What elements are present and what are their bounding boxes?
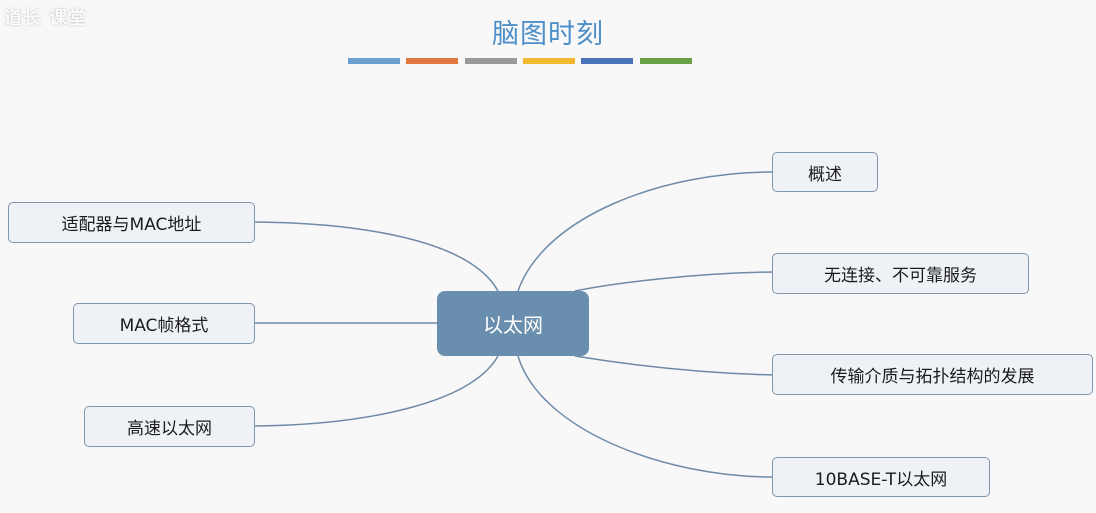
link-to-adapter-mac [254,221,499,292]
color-bar-5 [581,58,633,64]
node-center-ethernet[interactable]: 以太网 [437,291,589,356]
watermark-logo: 道长 课堂 [4,8,88,29]
node-overview[interactable]: 概述 [772,152,878,192]
link-to-fast-ethernet [254,355,499,427]
color-bar-2 [406,58,458,64]
node-fast-ethernet[interactable]: 高速以太网 [84,406,255,447]
node-10base-t-ethernet[interactable]: 10BASE-T以太网 [772,457,990,497]
link-to-overview [517,171,773,292]
node-mac-frame-format[interactable]: MAC帧格式 [73,303,255,344]
node-media-topology-development[interactable]: 传输介质与拓扑结构的发展 [772,354,1093,395]
color-bar-1 [348,58,400,64]
color-bar-4 [523,58,575,64]
color-bar-6 [640,58,692,64]
page-title: 脑图时刻 [492,19,604,50]
link-to-10base-t [517,355,773,478]
link-to-media-topology [574,355,773,376]
color-bar-3 [465,58,517,64]
node-connectionless-unreliable-service[interactable]: 无连接、不可靠服务 [772,253,1029,294]
link-to-connectionless-service [574,271,773,292]
node-adapter-mac-address[interactable]: 适配器与MAC地址 [8,202,255,243]
